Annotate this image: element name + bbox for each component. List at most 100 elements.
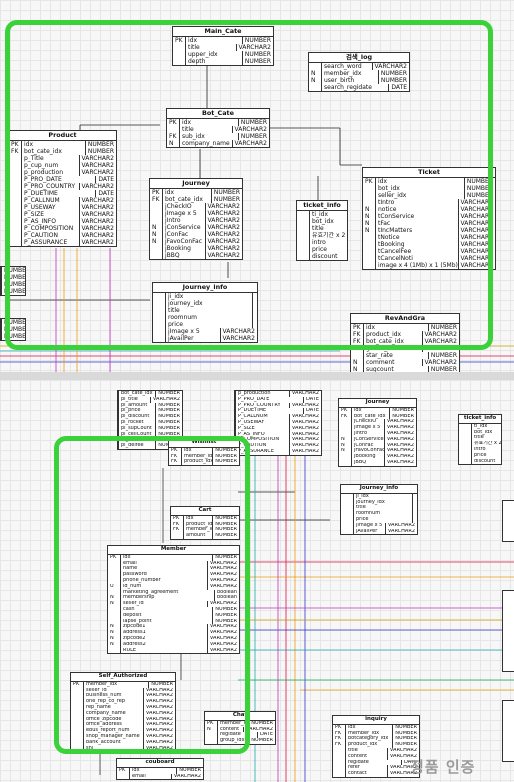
column-type: VARCHAR2 (457, 241, 496, 248)
table-right-fragment-b[interactable] (502, 590, 514, 672)
column-name: bot_cate_idx (21, 148, 85, 155)
column-name: jFavoConFac (351, 448, 384, 455)
column-type: NUMBER (155, 408, 182, 415)
column-name: lapse_point (120, 618, 212, 625)
column-name: depth (185, 58, 242, 65)
key-cell: FK (335, 736, 342, 742)
key-cell (341, 529, 353, 535)
column-name: jImage x 5 (165, 328, 220, 335)
column-name: zipcode2 (120, 635, 207, 642)
table-title: ticket_info (297, 201, 347, 211)
table-row: journey_idx (341, 499, 417, 506)
column-name: office_zipcode (83, 716, 143, 723)
column-name: image x 4 (1Mb) x 1 (5Mb) (375, 262, 458, 269)
column-type: VARCHAR2 (204, 224, 243, 231)
table-left-fragment-a[interactable]: NUMBERNUMBERNUMBERNUMBER (0, 266, 26, 296)
column-name: 유효기간 x 2 (309, 232, 347, 239)
column-type (252, 293, 257, 300)
column-type: NUMBER (212, 521, 239, 528)
column-name: jCheckIO (162, 203, 205, 210)
column-name: P_COMPOSITION (21, 225, 79, 232)
column-name: pi_price (118, 408, 155, 415)
column-name: group_idx (217, 738, 248, 744)
column-name: pi_delfee (118, 443, 155, 449)
column-name: ti_idx (309, 211, 347, 218)
key-cell: PK (73, 681, 80, 687)
column-name: price (471, 452, 501, 459)
column-name: refer (345, 765, 387, 772)
column-type: VARCHAR2 (206, 630, 239, 636)
pane-divider (0, 372, 514, 380)
table-cart[interactable]: Cart PKidxNUMBERFKproduct_idxNUMBERFKmem… (170, 506, 240, 540)
column-type: VARCHAR2 (204, 231, 243, 238)
table-row: title (297, 225, 347, 232)
column-type: NUMBER (212, 612, 239, 619)
table-right-fragment-a[interactable] (502, 500, 514, 542)
column-type: NUMBER (212, 453, 239, 460)
column-name: rep_name (83, 704, 143, 711)
column-type: VARCHAR2 (288, 431, 321, 438)
column-name: address2 (120, 641, 207, 648)
column-name: P_PRO_DATE (235, 396, 303, 403)
column-type: VARCHAR2 (206, 566, 239, 573)
column-name: intro (309, 239, 347, 246)
column-name: P_DUETIME (235, 408, 303, 415)
column-type: VARCHAR2 (383, 448, 416, 455)
table-title: Bot_Cate (167, 109, 269, 119)
column-type: VARCHAR2 (288, 391, 321, 397)
table-row: title (153, 307, 257, 314)
column-type (252, 300, 257, 307)
column-type: NUMBER (392, 736, 419, 743)
column-name: member_idx (345, 730, 392, 737)
column-name: shi (83, 745, 143, 752)
green-highlight-bottom (54, 436, 250, 754)
column-name: regidate (345, 759, 401, 766)
table-row: ji_idx (153, 293, 257, 300)
column-type: VARCHAR2 (204, 252, 243, 259)
table-row: roomnum (341, 511, 417, 517)
column-type: VARCHAR2 (206, 601, 239, 607)
column-name: product_idx (181, 459, 212, 466)
table-row: NUMBER (1, 274, 25, 281)
column-type (412, 516, 417, 523)
column-type: VARCHAR2 (383, 459, 416, 466)
table-right-fragment-c[interactable] (502, 700, 514, 762)
column-name: amount (183, 533, 212, 539)
column-name: member_idx (183, 527, 212, 534)
column-type: VARCHAR2 (288, 414, 321, 420)
column-name: journey_idx (165, 300, 252, 307)
